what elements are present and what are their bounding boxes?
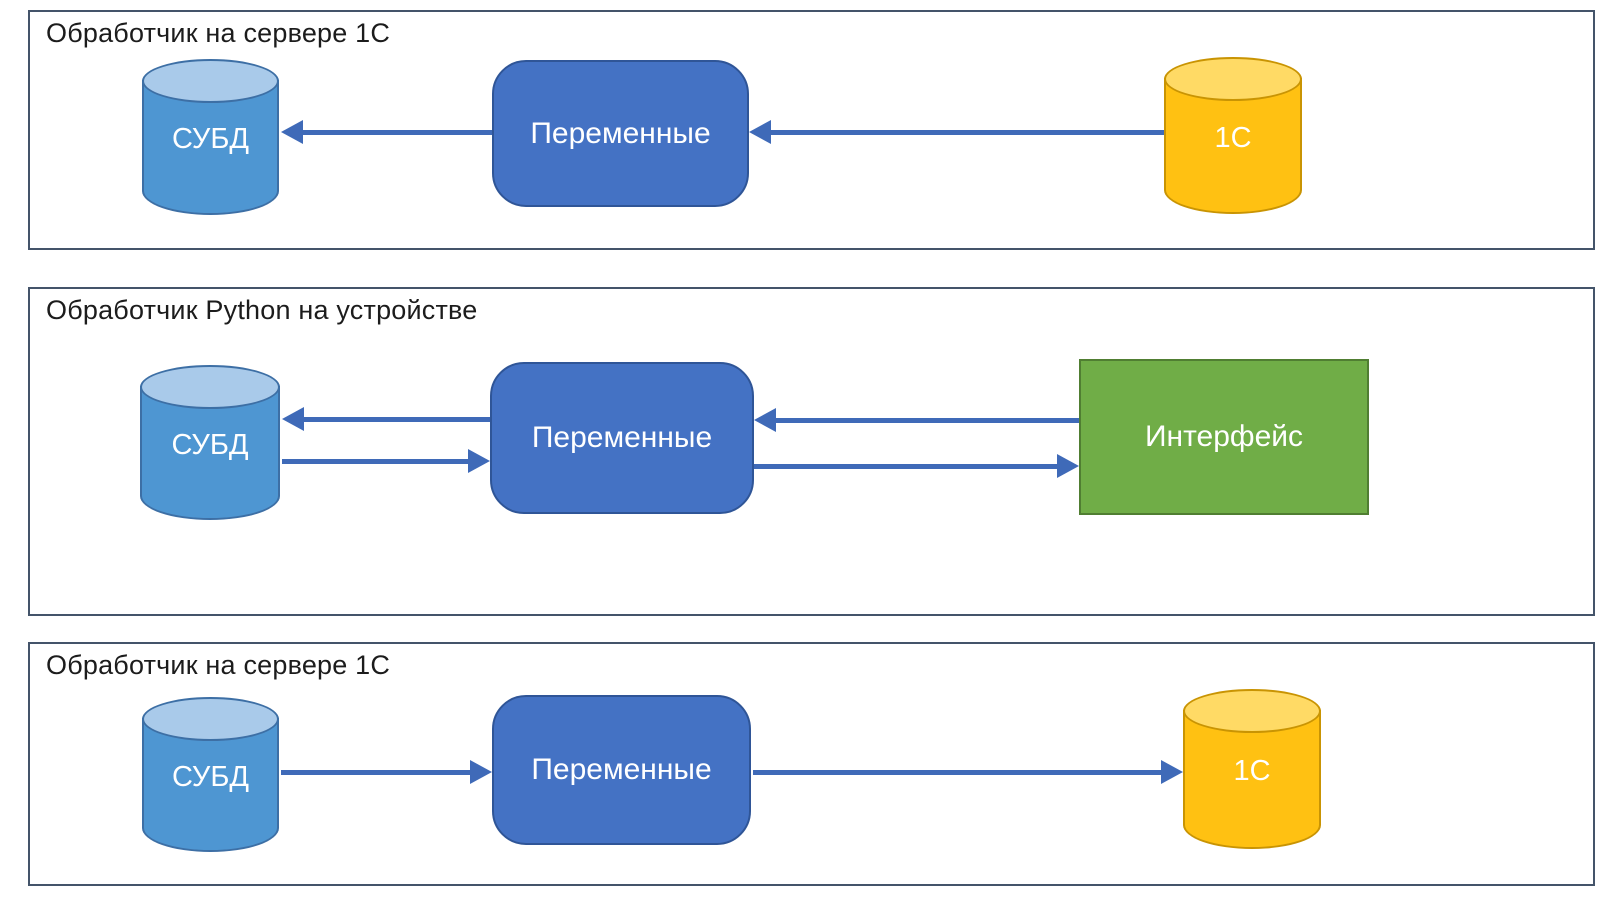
arrowhead-left-icon <box>281 120 303 144</box>
arrow-shaft <box>776 417 1079 423</box>
db-label: СУБД <box>171 760 250 793</box>
onec-cylinder: 1С <box>1183 689 1321 849</box>
arrowhead-right-icon <box>470 760 492 784</box>
db-cylinder: СУБД <box>142 59 279 215</box>
arrow-shaft <box>753 769 1161 775</box>
arrow-1c-to-vars <box>749 120 1164 144</box>
arrow-db-to-vars <box>282 449 490 473</box>
vars-label: Переменные <box>531 421 713 454</box>
vars-label: Переменные <box>530 116 711 150</box>
panel-title: Обработчик Python на устройстве <box>46 295 478 325</box>
db-label: СУБД <box>171 123 250 156</box>
arrow-vars-to-db <box>281 120 492 144</box>
arrowhead-left-icon <box>749 120 771 144</box>
panel-server-1c-top: Обработчик на сервере 1С СУБД Переменные… <box>28 10 1595 250</box>
vars-box: Переменные <box>490 362 754 514</box>
vars-label: Переменные <box>531 753 712 786</box>
panel-title: Обработчик на сервере 1С <box>46 650 391 680</box>
vars-box: Переменные <box>492 60 749 207</box>
panel-python-device: Обработчик Python на устройстве СУБД Пер… <box>28 287 1595 616</box>
arrow-shaft <box>282 458 468 464</box>
db-cylinder: СУБД <box>140 365 280 520</box>
vars-box: Переменные <box>492 695 751 845</box>
interface-box: Интерфейс <box>1079 359 1369 515</box>
arrow-vars-to-db <box>282 407 490 431</box>
onec-cylinder: 1С <box>1164 57 1302 214</box>
arrow-vars-to-interface <box>754 454 1079 478</box>
arrow-shaft <box>303 129 492 135</box>
interface-label: Интерфейс <box>1144 420 1304 453</box>
arrowhead-right-icon <box>1161 760 1183 784</box>
db-label: СУБД <box>171 428 249 461</box>
arrowhead-left-icon <box>754 408 776 432</box>
arrow-shaft <box>304 416 490 422</box>
onec-label: 1С <box>1233 755 1271 788</box>
cylinder-body <box>1183 710 1321 849</box>
arrowhead-right-icon <box>1057 454 1079 478</box>
arrowhead-right-icon <box>468 449 490 473</box>
onec-label: 1С <box>1214 121 1252 154</box>
arrow-vars-to-1c <box>753 760 1183 784</box>
arrowhead-left-icon <box>282 407 304 431</box>
cylinder-top <box>1183 689 1321 733</box>
cylinder-top <box>142 697 279 741</box>
panel-server-1c-bottom: Обработчик на сервере 1С СУБД Переменные… <box>28 642 1595 886</box>
db-cylinder: СУБД <box>142 697 279 852</box>
arrow-interface-to-vars <box>754 408 1079 432</box>
cylinder-top <box>140 365 280 409</box>
cylinder-top <box>142 59 279 103</box>
panel-title: Обработчик на сервере 1С <box>46 18 391 48</box>
cylinder-top <box>1164 57 1302 101</box>
arrow-db-to-vars <box>281 760 492 784</box>
arrow-shaft <box>771 129 1164 135</box>
arrow-shaft <box>281 769 470 775</box>
arrow-shaft <box>754 463 1057 469</box>
